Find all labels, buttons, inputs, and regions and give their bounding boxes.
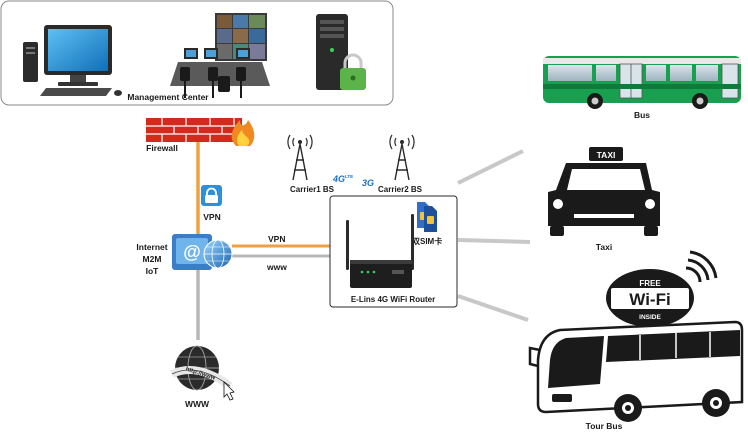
carrier1-tower-icon [287,134,313,181]
carrier2-tower-icon [389,134,415,181]
wifi-main-text: Wi-Fi [629,290,670,309]
tech-lte-label: LTE [345,174,353,179]
vpn-link-label: VPN [268,234,285,244]
tour-bus-label: Tour Bus [586,421,623,431]
firewall-label: Firewall [146,143,178,153]
vpn-lock-label: VPN [203,212,220,222]
taxi-sign-text: TAXI [597,150,616,160]
taxi-label: Taxi [596,242,612,252]
bus-label: Bus [634,110,650,120]
firewall-icon [146,118,255,146]
carrier2-label: Carrier2 BS [378,185,423,194]
router-icon [346,214,414,288]
dual-sim-label: 双SIM卡 [412,236,442,246]
management-center-label: Management Center [127,92,209,102]
tour-bus-icon [528,320,744,422]
taxi-connector [457,238,531,244]
desktop-computer-icon [23,25,122,96]
tech-3g-label: 3G [362,178,374,188]
sim-cards-icon [417,202,437,232]
m2m-label: M2M [143,254,162,264]
tourbus-connector [457,294,529,322]
internet-label: Internet [136,242,167,252]
wifi-free-text: FREE [639,279,661,288]
vpn-lock-icon [201,185,222,206]
secure-server-icon [316,14,366,90]
www-globe-label: WWW [185,399,210,409]
router-panel: 双SIM卡 E-Lins 4G WiFi Router [329,195,458,308]
links [196,141,531,340]
management-center-panel: Management Center [0,0,394,106]
taxi-icon: TAXI [548,147,660,236]
internet-hub-icon: @ [172,234,233,270]
bus-icon [543,56,741,109]
www-link-label: www [266,262,287,272]
free-wifi-badge: FREE Wi-Fi INSIDE [606,250,718,327]
wifi-inside-text: INSIDE [639,314,661,321]
tech-4g-label: 4G [332,174,345,184]
www-globe-icon: http://www [170,345,235,401]
svg-text:@: @ [183,242,201,262]
carrier1-label: Carrier1 BS [290,185,335,194]
bus-connector [457,149,524,185]
control-room-icon [170,13,270,98]
router-label: E-Lins 4G WiFi Router [351,295,435,304]
iot-label: IoT [146,266,160,276]
